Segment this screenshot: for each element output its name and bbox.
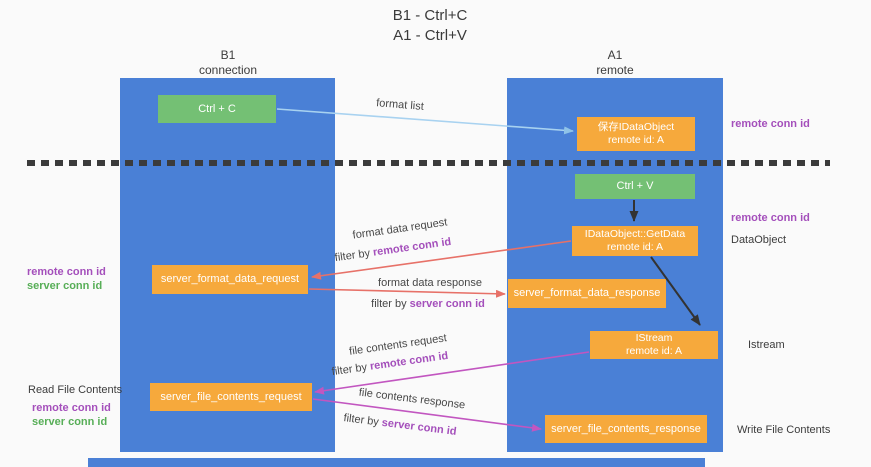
lane-a1-role: remote xyxy=(596,63,634,77)
node-server-format-data-response: server_format_data_response xyxy=(508,279,666,308)
lane-b1-name: B1 xyxy=(220,48,236,62)
label-filter-by-server-2: filter by server conn id xyxy=(322,410,478,441)
label-file-contents-response: file contents response xyxy=(358,386,466,412)
label-server-conn-id-left-2: server conn id xyxy=(32,416,108,428)
arrow-format-data-response xyxy=(308,288,506,298)
node-save-line2: remote id: A xyxy=(607,134,665,146)
label-istream: Istream xyxy=(748,339,785,351)
node-idataobject-getdata: IDataObject::GetData remote id: A xyxy=(572,226,698,256)
remote-conn-id-text: remote conn id xyxy=(372,235,452,259)
node-ctrl-c-label: Ctrl + C xyxy=(198,102,236,115)
bottom-lane-strip xyxy=(88,458,705,467)
lane-a1-name: A1 xyxy=(607,48,623,62)
diagram-title: B1 - Ctrl+C A1 - Ctrl+V xyxy=(0,6,860,46)
node-ctrl-v-label: Ctrl + V xyxy=(616,180,654,192)
filter-by-text: filter by xyxy=(342,412,383,429)
node-istream-line1: IStream xyxy=(635,332,673,344)
node-server-file-contents-request: server_file_contents_request xyxy=(150,383,312,411)
title-line-2: A1 - Ctrl+V xyxy=(393,27,467,44)
label-filter-by-server-1: filter by server conn id xyxy=(350,298,506,310)
node-file-req-label: server_file_contents_request xyxy=(160,390,302,403)
filter-by-text: filter by xyxy=(371,298,410,310)
label-dataobject: DataObject xyxy=(731,234,787,246)
node-istream-line2: remote id: A xyxy=(625,345,683,357)
node-getdata-line1: IDataObject::GetData xyxy=(584,228,686,240)
label-read-file-contents: Read File Contents xyxy=(28,384,123,396)
node-fmt-resp-label: server_format_data_response xyxy=(513,287,661,299)
node-file-resp-label: server_file_contents_response xyxy=(551,422,701,435)
node-server-format-data-request: server_format_data_request xyxy=(152,265,308,294)
server-conn-id-text: server conn id xyxy=(381,416,458,438)
label-remote-conn-id-left-1: remote conn id xyxy=(27,266,106,278)
label-write-file-contents: Write File Contents xyxy=(737,424,831,436)
dashed-separator xyxy=(27,160,830,166)
node-istream: IStream remote id: A xyxy=(590,331,718,359)
filter-by-text: filter by xyxy=(331,360,371,379)
node-server-file-contents-response: server_file_contents_response xyxy=(545,415,707,443)
label-server-conn-id-left-1: server conn id xyxy=(27,280,103,292)
label-format-data-response: format data response xyxy=(378,277,482,289)
node-ctrl-v: Ctrl + V xyxy=(575,174,695,199)
label-remote-conn-id-left-2: remote conn id xyxy=(32,402,111,414)
filter-by-text: filter by xyxy=(334,246,374,265)
label-remote-conn-id-right-2: remote conn id xyxy=(731,212,810,224)
node-getdata-line2: remote id: A xyxy=(606,241,664,253)
server-conn-id-text: server conn id xyxy=(409,298,485,310)
title-line-1: B1 - Ctrl+C xyxy=(392,7,468,24)
lane-header-a1: A1 remote xyxy=(507,48,723,78)
node-ctrl-c: Ctrl + C xyxy=(158,95,276,123)
node-save-idataobject: 保存IDataObject remote id: A xyxy=(577,117,695,151)
node-save-line1: 保存IDataObject xyxy=(597,121,675,133)
node-fmt-req-label: server_format_data_request xyxy=(160,273,300,285)
lane-b1-role: connection xyxy=(198,63,258,77)
lane-header-b1: B1 connection xyxy=(120,48,336,78)
label-format-list: format list xyxy=(375,97,425,113)
label-remote-conn-id-right-1: remote conn id xyxy=(731,118,810,130)
